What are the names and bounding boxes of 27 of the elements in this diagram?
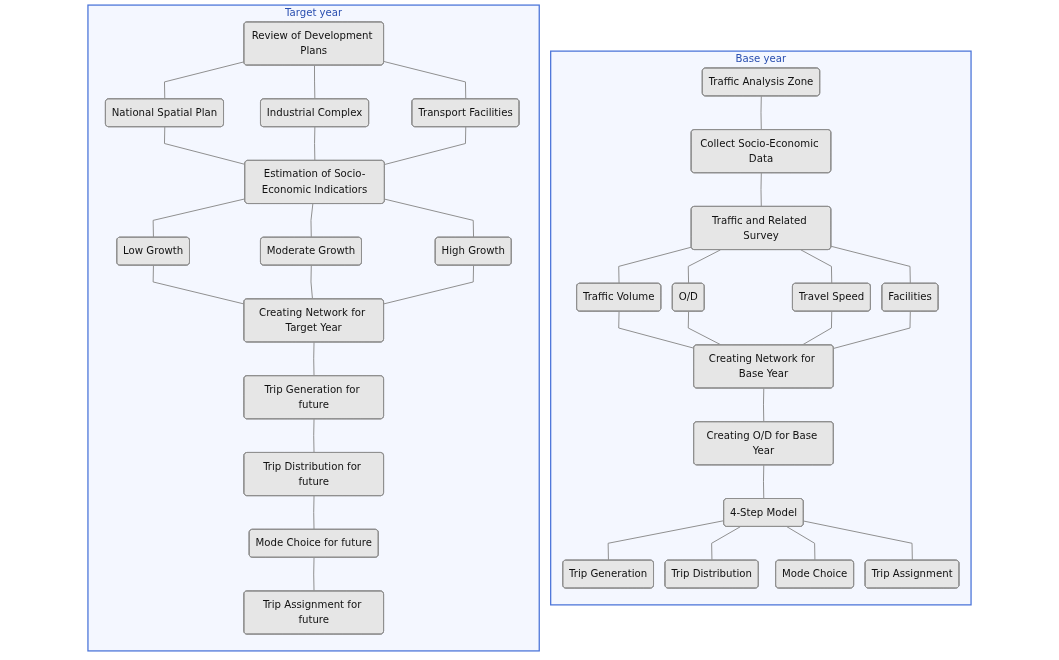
process-box: Trip Distribution (664, 559, 759, 589)
process-box: Facilities (881, 282, 939, 312)
process-box: Creating Network for Base Year (693, 344, 834, 389)
process-box: Review of Development Plans (243, 21, 385, 66)
process-box: Trip Assignment for future (243, 590, 385, 635)
process-box: Trip Generation for future (243, 375, 385, 420)
process-box: Travel Speed (791, 282, 871, 312)
process-box: Traffic Analysis Zone (701, 67, 821, 97)
process-box: Trip Distribution for future (243, 452, 385, 497)
process-box: Trip Generation (562, 559, 654, 589)
process-box: Mode Choice (775, 559, 855, 589)
process-box: O/D (671, 282, 705, 312)
process-box: 4-Step Model (723, 498, 804, 527)
process-box: Creating O/D for Base Year (693, 421, 834, 466)
process-box: Trip Assignment (864, 559, 960, 589)
process-box: Creating Network for Target Year (243, 298, 385, 343)
process-box: Estimation of Socio-Economic Indicatiors (244, 159, 385, 204)
process-box: Collect Socio-Economic Data (690, 129, 832, 174)
process-box: Transport Facilities (411, 98, 520, 128)
process-box: Industrial Complex (260, 98, 370, 128)
process-box: Traffic and Related Survey (690, 205, 832, 251)
process-box: Traffic Volume (576, 282, 662, 312)
process-box: National Spatial Plan (104, 98, 224, 128)
process-box: Mode Choice for future (248, 528, 379, 558)
process-box: High Growth (434, 236, 512, 266)
process-box: Low Growth (116, 236, 190, 266)
process-box: Moderate Growth (260, 236, 362, 266)
